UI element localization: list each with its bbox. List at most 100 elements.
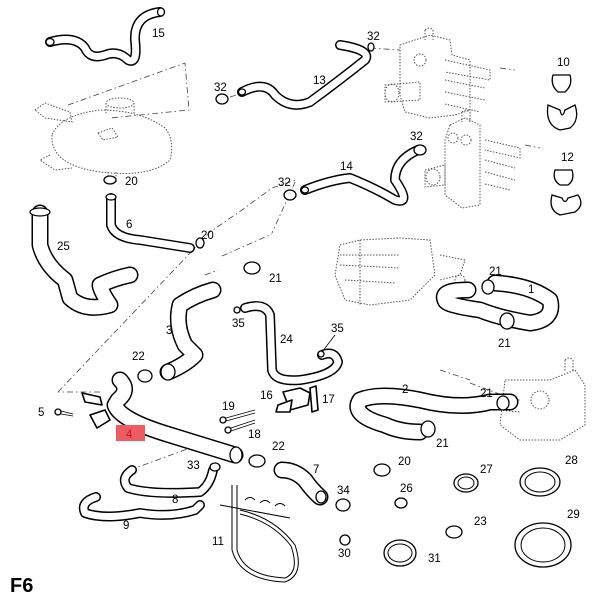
label-part-33[interactable]: 33 [187, 460, 200, 472]
label-part-19[interactable]: 19 [222, 401, 235, 413]
clamp-33 [209, 462, 221, 472]
clamp-32-d [283, 189, 297, 201]
clip-12 [550, 169, 582, 216]
label-part-2[interactable]: 2 [402, 384, 408, 396]
label-part-29[interactable]: 29 [567, 509, 580, 521]
hose-6 [105, 193, 195, 253]
label-part-28[interactable]: 28 [565, 455, 578, 467]
clamp-32-c [413, 144, 427, 156]
hose-8 [119, 465, 218, 498]
label-part-20-loose[interactable]: 20 [398, 456, 411, 468]
label-part-10[interactable]: 10 [557, 57, 570, 69]
label-part-5[interactable]: 5 [38, 407, 44, 419]
label-part-6[interactable]: 6 [126, 219, 132, 231]
clamp-20-hose6 [195, 237, 205, 249]
label-part-31[interactable]: 31 [428, 553, 441, 565]
label-part-8[interactable]: 8 [172, 494, 178, 506]
label-part-24[interactable]: 24 [280, 334, 293, 346]
label-part-30[interactable]: 30 [338, 548, 351, 560]
bolt-5 [54, 408, 74, 417]
hose-14 [300, 145, 423, 206]
label-part-11[interactable]: 11 [212, 536, 224, 548]
hose-15 [45, 7, 166, 66]
label-part-15[interactable]: 15 [152, 28, 165, 40]
label-part-32-b[interactable]: 32 [214, 82, 227, 94]
label-part-21-e[interactable]: 21 [436, 438, 449, 450]
clamp-21-a [243, 261, 261, 275]
label-part-1[interactable]: 1 [528, 284, 534, 296]
clamp-21-b [481, 279, 495, 295]
hose-9 [78, 492, 205, 522]
clamp-32-a [367, 42, 375, 52]
engine-block-middle [424, 109, 521, 209]
label-part-32-c[interactable]: 32 [410, 131, 423, 143]
clamp-21-d [496, 395, 510, 411]
label-part-12[interactable]: 12 [561, 152, 574, 164]
hose-3 [159, 281, 222, 381]
label-part-21-c[interactable]: 21 [498, 338, 511, 350]
engine-block-right [334, 237, 466, 306]
label-part-35-a[interactable]: 35 [232, 318, 245, 330]
label-part-35-b[interactable]: 35 [331, 323, 344, 335]
highlight-box-part-4 [116, 425, 145, 441]
hose-24 [240, 301, 343, 386]
label-part-13[interactable]: 13 [313, 75, 326, 87]
label-part-20-tank[interactable]: 20 [125, 176, 138, 188]
label-part-27[interactable]: 27 [480, 464, 493, 476]
thermostat-housing-16 [275, 387, 311, 413]
clamp-31 [383, 539, 417, 567]
clamp-22-b [248, 454, 266, 468]
label-part-26[interactable]: 26 [400, 483, 413, 495]
label-part-23[interactable]: 23 [474, 516, 487, 528]
hose-7 [273, 461, 329, 506]
bolt-19 [219, 409, 256, 424]
label-part-20-hose6[interactable]: 20 [201, 230, 214, 242]
clamp-27 [453, 473, 479, 493]
clamp-28 [519, 467, 561, 497]
label-part-21-d[interactable]: 21 [480, 388, 493, 400]
figure-id: F6 [10, 575, 33, 597]
label-part-21-b[interactable]: 21 [489, 266, 502, 278]
label-part-22-b[interactable]: 22 [272, 441, 285, 453]
clip-10 [546, 74, 578, 131]
gasket-17 [309, 385, 319, 413]
clamp-35-b [317, 350, 325, 358]
expansion-tank [34, 97, 173, 182]
label-part-18[interactable]: 18 [248, 429, 261, 441]
label-part-17[interactable]: 17 [322, 394, 335, 406]
leader-line-35 [321, 334, 336, 353]
clamp-20-loose [373, 463, 391, 477]
label-part-25[interactable]: 25 [57, 241, 70, 253]
label-part-4[interactable]: 4 [126, 429, 133, 441]
clamp-21-e [420, 420, 436, 438]
clamp-21-c [499, 312, 515, 330]
hose-13 [237, 40, 372, 110]
label-part-32-a[interactable]: 32 [367, 31, 380, 43]
clamp-35-a [233, 306, 241, 314]
engine-block-upper [384, 27, 491, 119]
part-labels: 1 2 3 4 5 6 7 8 9 10 11 12 13 14 15 16 1… [38, 28, 580, 565]
hose-2 [349, 387, 519, 441]
clamp-34 [335, 498, 351, 512]
label-part-16[interactable]: 16 [260, 390, 273, 402]
hose-25 [29, 204, 139, 316]
label-part-21-a[interactable]: 21 [269, 273, 282, 285]
clamp-20-tank [103, 175, 117, 185]
label-part-32-d[interactable]: 32 [278, 177, 291, 189]
label-part-3[interactable]: 3 [166, 325, 172, 337]
label-part-34[interactable]: 34 [337, 485, 350, 497]
label-part-14[interactable]: 14 [340, 161, 353, 173]
label-part-22-a[interactable]: 22 [132, 351, 145, 363]
hose-1 [435, 274, 560, 332]
clamp-32-b [215, 93, 229, 105]
clamp-30 [339, 534, 351, 546]
clamp-22-a [137, 369, 153, 383]
bolt-18 [224, 419, 256, 434]
label-part-7[interactable]: 7 [313, 464, 319, 476]
hose-strap-11 [219, 485, 299, 583]
coolant-pipe-4 [81, 371, 244, 464]
label-part-9[interactable]: 9 [123, 520, 129, 532]
clamp-23 [445, 525, 463, 539]
clamp-29 [514, 522, 572, 568]
